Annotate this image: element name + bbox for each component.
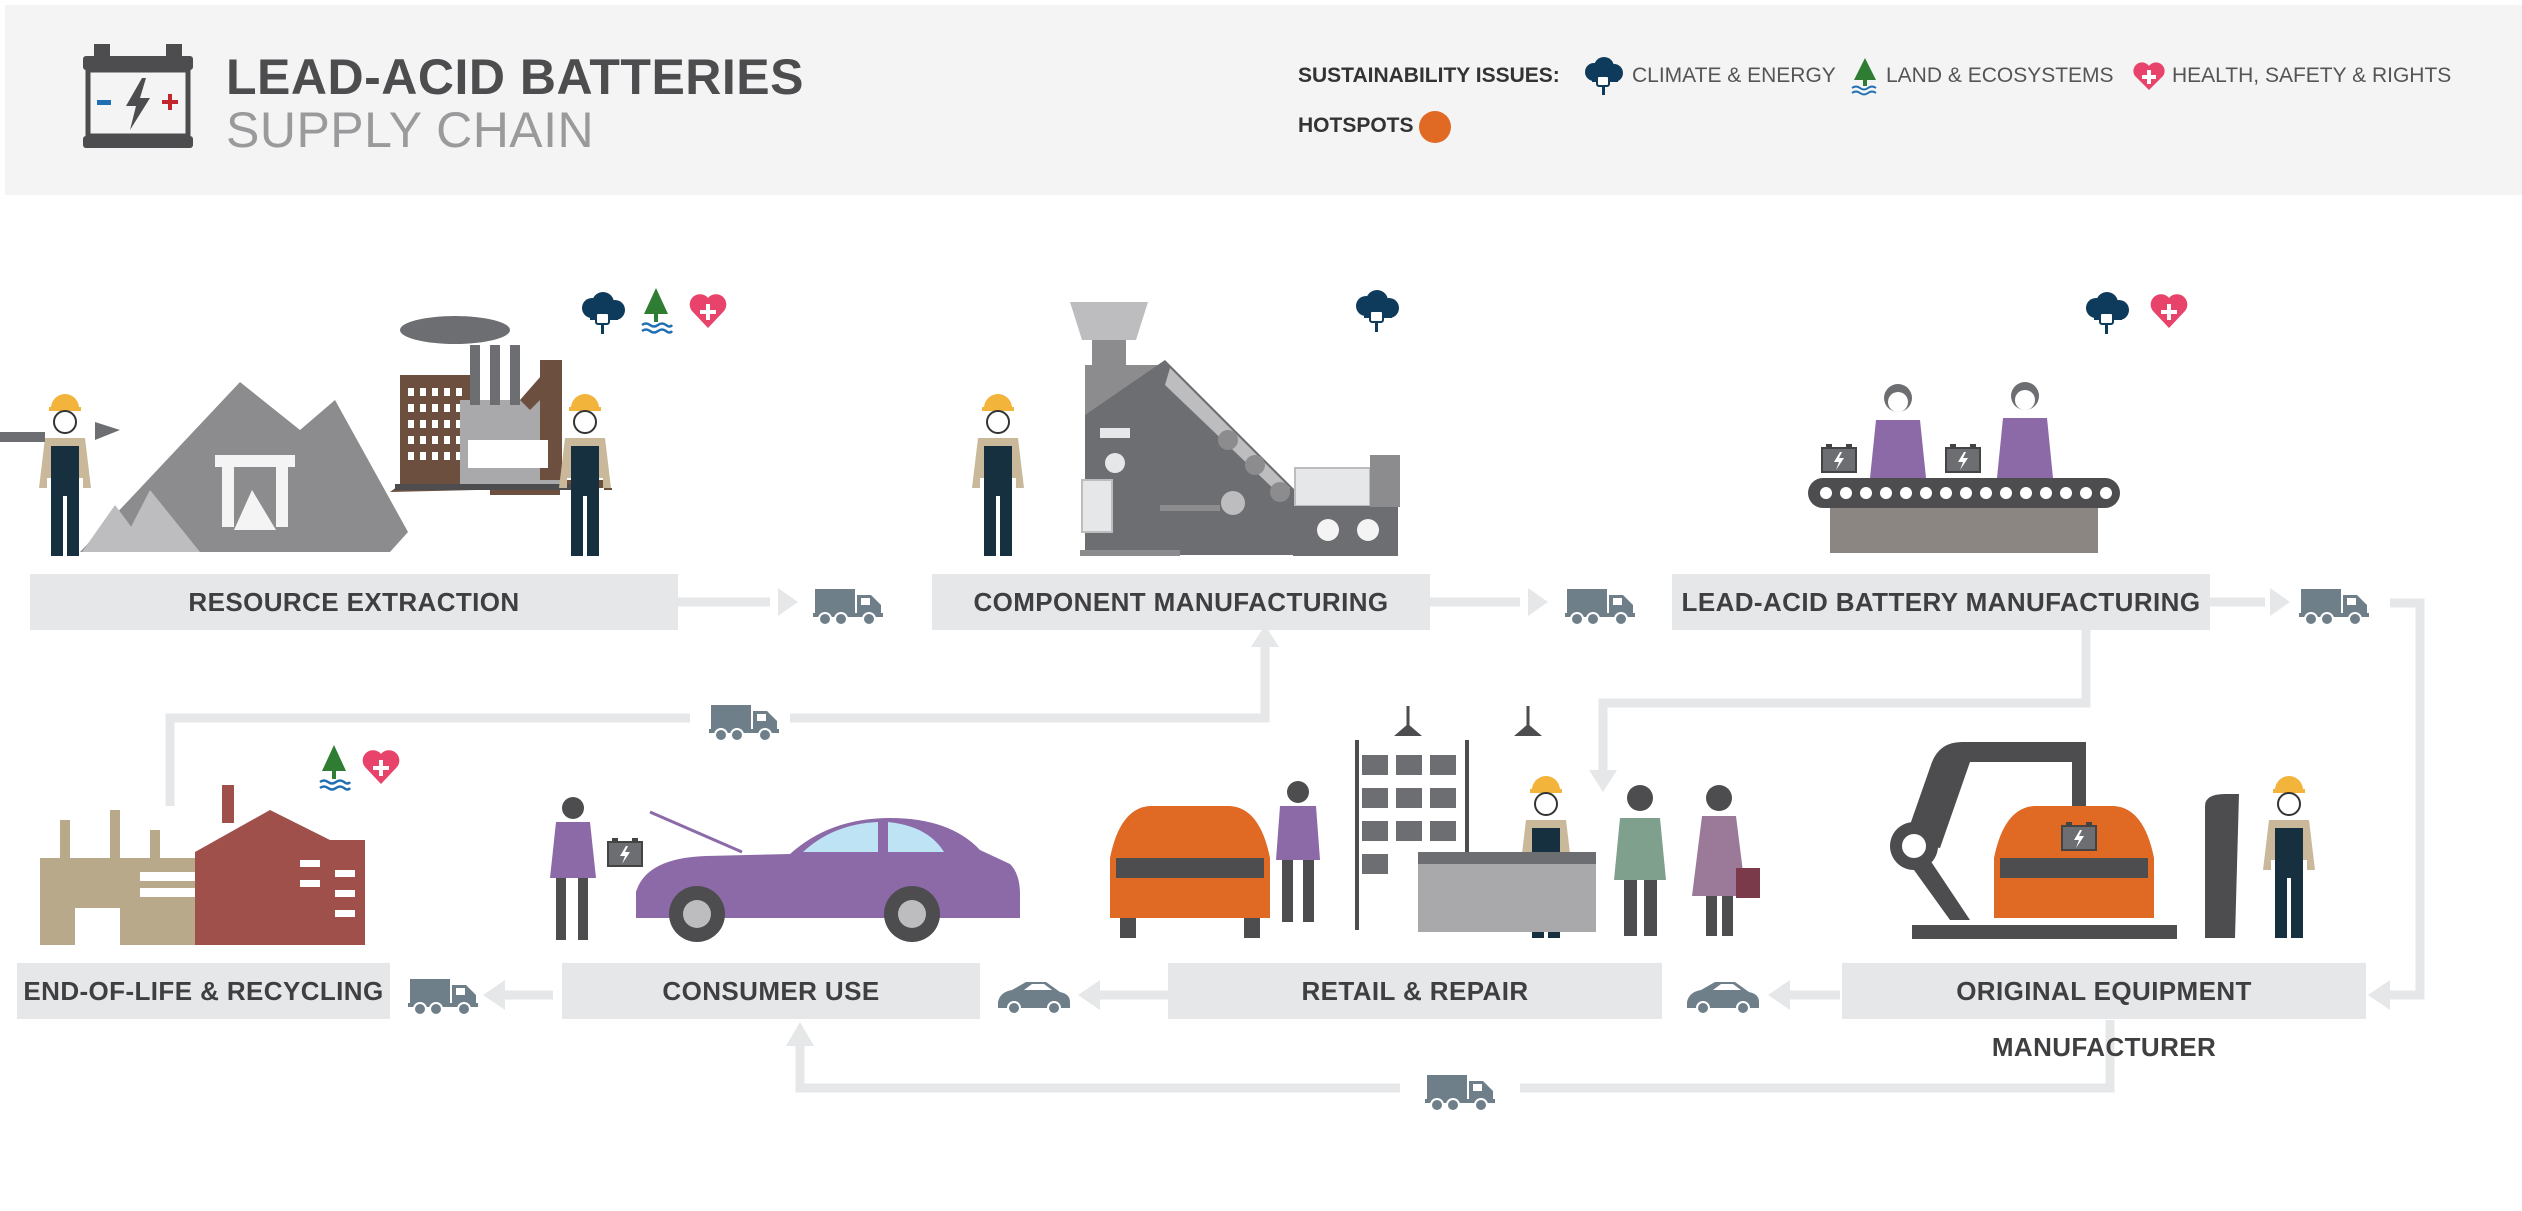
- truck-icon: [2298, 588, 2370, 626]
- stage-original-equipment-manufacturer: ORIGINAL EQUIPMENT MANUFACTURER: [1842, 963, 2366, 1062]
- flow-arrowheads: [483, 588, 2390, 1046]
- health-safety-rights-icon: [689, 294, 727, 328]
- truck-icon: [812, 588, 884, 626]
- health-safety-rights-icon: [2150, 294, 2188, 328]
- stage-resource-extraction: RESOURCE EXTRACTION: [30, 574, 678, 630]
- page-title: LEAD-ACID BATTERIES: [226, 49, 805, 105]
- climate-energy-icon: [1355, 289, 1400, 333]
- legend-climate-energy: CLIMATE & ENERGY: [1632, 64, 1836, 87]
- stage-retail-repair: RETAIL & REPAIR: [1168, 963, 1662, 1019]
- page-subtitle: SUPPLY CHAIN: [226, 102, 595, 158]
- truck-icon: [1564, 588, 1636, 626]
- legend-land-ecosystems: LAND & ECOSYSTEMS: [1886, 64, 2114, 87]
- stage-component-manufacturing: COMPONENT MANUFACTURING: [932, 574, 1430, 630]
- stage-end-of-life-recycling: END-OF-LIFE & RECYCLING: [17, 963, 390, 1019]
- land-ecosystems-icon: [1851, 58, 1877, 96]
- climate-energy-icon: [581, 291, 626, 335]
- stage-battery-manufacturing: LEAD-ACID BATTERY MANUFACTURING: [1672, 574, 2210, 630]
- battery-manufacturing-illustration: [1808, 382, 2120, 553]
- land-ecosystems-icon: [640, 286, 674, 334]
- consumer-use-illustration: [550, 797, 1020, 942]
- truck-icon: [407, 978, 479, 1016]
- legend-health-safety-rights: HEALTH, SAFETY & RIGHTS: [2172, 64, 2452, 87]
- hotspot-icon: [1419, 111, 1451, 143]
- legend-issues-label: SUSTAINABILITY ISSUES:: [1298, 64, 1560, 87]
- component-manufacturing-illustration: [971, 302, 1400, 557]
- retail-repair-illustration: [1110, 706, 1760, 939]
- oem-illustration: [1890, 742, 2316, 939]
- stage-consumer-use: CONSUMER USE: [562, 963, 980, 1019]
- climate-energy-icon: [2085, 291, 2130, 335]
- resource-extraction-illustration: [0, 316, 612, 557]
- header-banner: [5, 5, 2522, 195]
- legend-hotspots-label: HOTSPOTS: [1298, 114, 1414, 137]
- car-icon: [1686, 981, 1760, 1015]
- health-safety-rights-icon: [362, 750, 400, 784]
- health-safety-rights-icon: [2133, 62, 2165, 90]
- car-icon: [997, 981, 1071, 1015]
- end-of-life-illustration: [40, 785, 365, 945]
- battery-logo-icon: [83, 44, 193, 148]
- climate-energy-icon: [1585, 57, 1623, 95]
- land-ecosystems-icon: [318, 743, 352, 791]
